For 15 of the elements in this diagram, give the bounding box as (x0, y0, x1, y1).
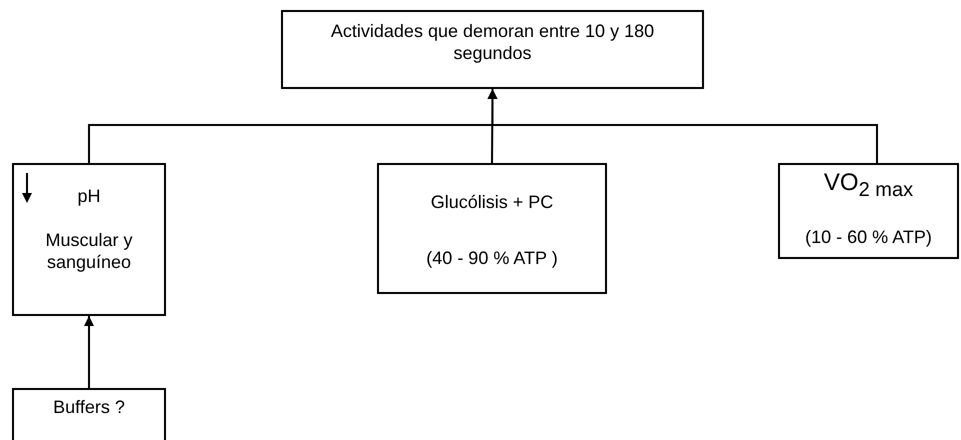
arrow (84, 316, 94, 388)
box-heading: Actividades que demoran entre 10 y 180 segundos (330, 20, 656, 64)
process-box (12, 163, 166, 316)
box-text: (10 - 60 % ATP) (805, 226, 932, 248)
process-box (12, 388, 166, 440)
box-heading: pH (77, 185, 100, 207)
box-heading: VO$_{2 max}$ (824, 168, 914, 203)
box-heading: Buffers ? (53, 396, 125, 418)
process-box (281, 10, 704, 89)
box-heading: Glucólisis + PC (430, 191, 554, 213)
box-text: Muscular y sanguíneo (44, 229, 134, 273)
arrow (488, 89, 878, 163)
process-box (377, 163, 607, 294)
process-box (778, 163, 959, 259)
box-text: (40 - 90 % ATP ) (426, 247, 558, 269)
